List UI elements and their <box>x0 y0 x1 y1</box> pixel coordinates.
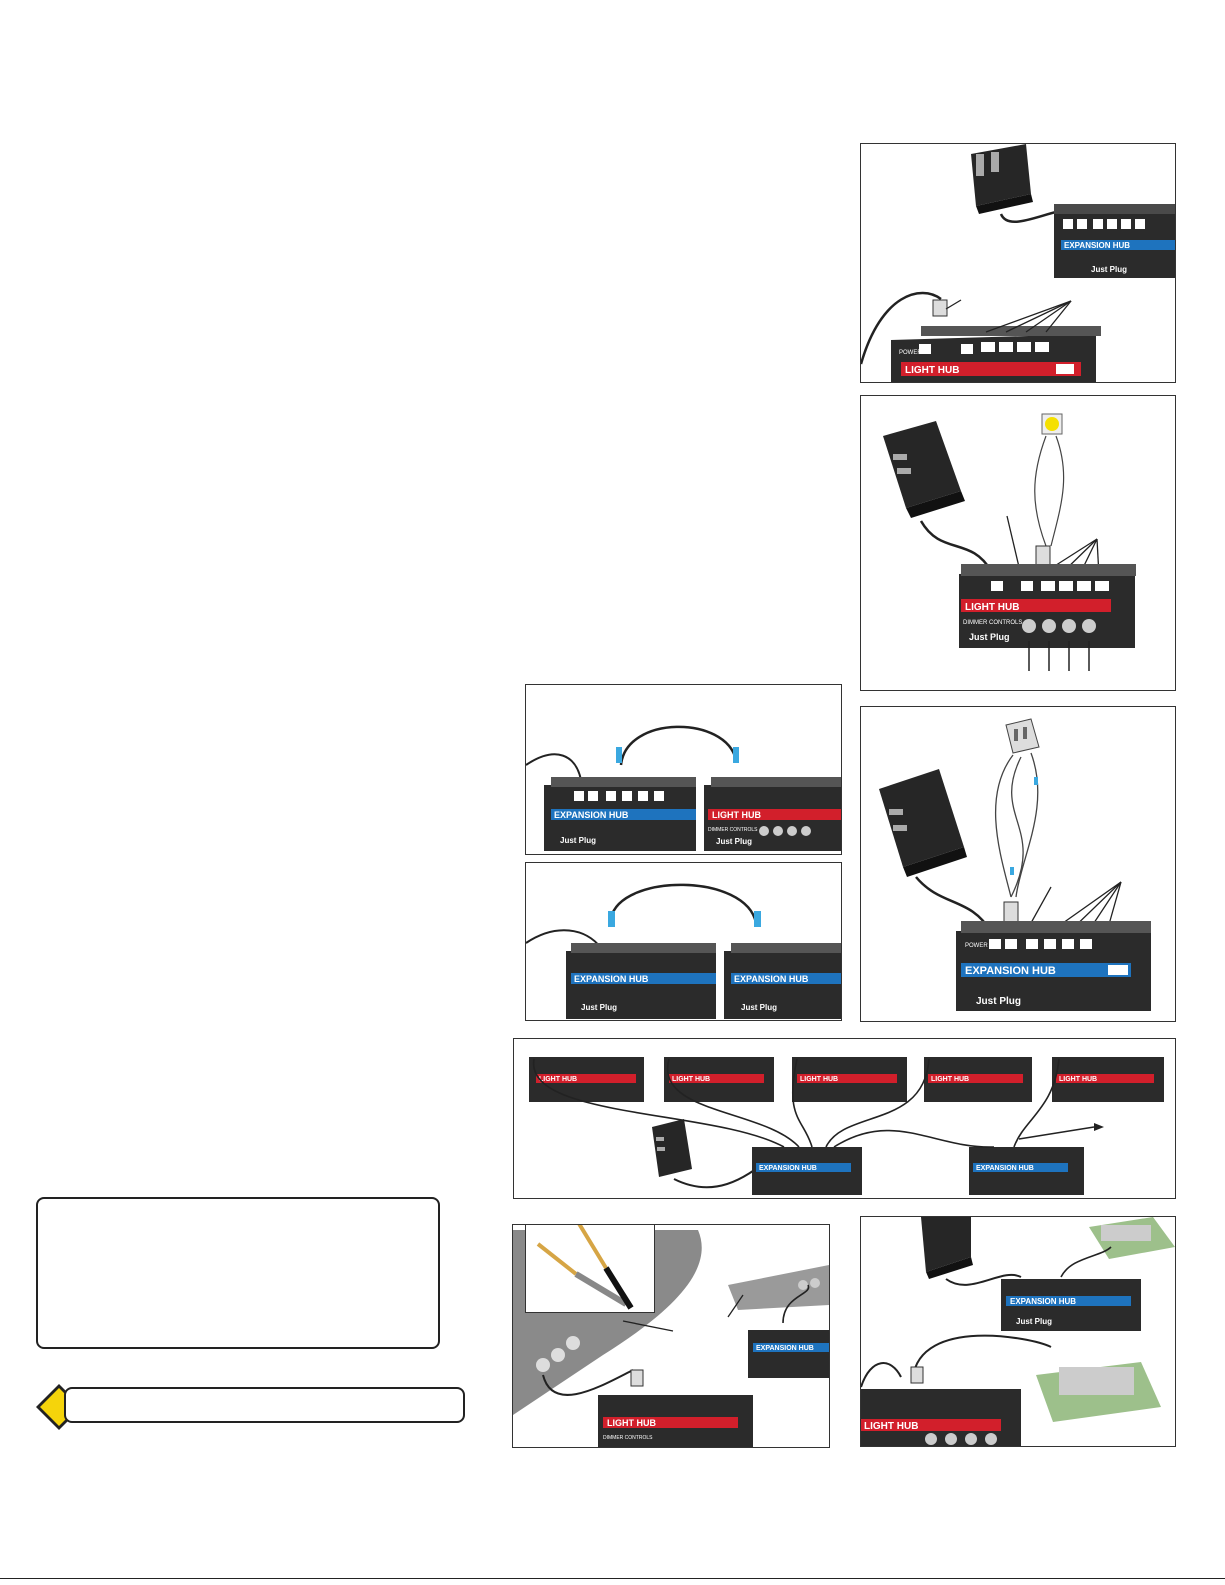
footer-rule <box>0 1578 1225 1579</box>
light-hub-label: LIGHT HUB <box>800 1076 838 1083</box>
expansion-hub-label: EXPANSION HUB <box>1064 241 1130 250</box>
expansion-hub-device: EXPANSION HUB <box>752 1147 862 1195</box>
expansion-hub-device: EXPANSION HUB Just Plug <box>544 777 696 851</box>
diagram-5-svg: EXPANSION HUB POWER Just Plug <box>879 718 1151 1011</box>
accessory-board-icon <box>1036 1362 1161 1422</box>
power-adapter-icon <box>971 144 1033 214</box>
brand-logo: Just Plug <box>969 632 1010 642</box>
light-hub-device: LIGHT HUB <box>861 1389 1021 1446</box>
brand-logo: Just Plug <box>976 996 1021 1007</box>
brand-logo: Just Plug <box>1016 1317 1052 1326</box>
light-hub-device: LIGHT HUB <box>792 1057 907 1102</box>
light-hub-device: LIGHT HUB POWER <box>891 326 1101 382</box>
diagram-1-svg: EXPANSION HUB Just Plug LIGHT HUB POWER <box>861 144 1175 382</box>
note-box <box>36 1197 440 1349</box>
expansion-hub-label: EXPANSION HUB <box>554 810 629 820</box>
arrow-right-icon <box>1094 1123 1104 1131</box>
brand-logo: Just Plug <box>560 836 596 845</box>
expansion-hub-label: EXPANSION HUB <box>976 1165 1034 1172</box>
diagram-panel-hub-network: LIGHT HUB LIGHT HUB LIGHT HUB LIGHT HUB … <box>513 1038 1176 1199</box>
expansion-hub-label: EXPANSION HUB <box>759 1165 817 1172</box>
led-bulb-icon <box>1041 413 1063 435</box>
diagram-panel-expansion-light-link: EXPANSION HUB Just Plug LIGHT HUB DIMMER… <box>525 684 842 855</box>
wire-closeup-inset <box>525 1225 655 1313</box>
wire-closeup-svg <box>536 1225 634 1310</box>
diagram-4-svg: EXPANSION HUB Just Plug EXPANSION HUB Ju… <box>526 883 841 1019</box>
expansion-hub-label: EXPANSION HUB <box>574 974 649 984</box>
brand-logo: Just Plug <box>741 1003 777 1012</box>
dimmer-controls-label: DIMMER CONTROLS <box>603 1435 653 1441</box>
power-adapter-icon <box>879 769 967 877</box>
light-hub-label: LIGHT HUB <box>1059 1076 1097 1083</box>
expansion-hub-device: EXPANSION HUB <box>748 1330 829 1378</box>
diagram-3-svg: EXPANSION HUB Just Plug LIGHT HUB DIMMER… <box>526 725 841 851</box>
light-hub-device: LIGHT HUB <box>924 1057 1032 1102</box>
expansion-hub-label: EXPANSION HUB <box>1010 1297 1076 1306</box>
light-hub-label: LIGHT HUB <box>672 1076 710 1083</box>
light-hub-device: LIGHT HUB <box>1052 1057 1164 1102</box>
dimmer-controls-label: DIMMER CONTROLS <box>708 827 758 833</box>
diagram-6-svg: LIGHT HUB LIGHT HUB LIGHT HUB LIGHT HUB … <box>529 1057 1164 1195</box>
expansion-hub-device: EXPANSION HUB POWER Just Plug <box>956 921 1151 1011</box>
expansion-hub-label: EXPANSION HUB <box>734 974 809 984</box>
light-hub-label: LIGHT HUB <box>607 1418 656 1428</box>
diagram-panel-expansion-hub-connector: EXPANSION HUB POWER Just Plug <box>860 706 1176 1022</box>
brand-logo: Just Plug <box>1091 265 1127 274</box>
expansion-hub-device: EXPANSION HUB Just Plug <box>724 943 841 1019</box>
power-adapter-icon <box>883 421 965 518</box>
light-hub-device: LIGHT HUB DIMMER CONTROLS Just Plug <box>959 564 1136 648</box>
diagram-2-svg: LIGHT HUB DIMMER CONTROLS Just Plug <box>883 413 1136 671</box>
brand-logo: Just Plug <box>716 837 752 846</box>
diagram-panel-track-wiring: EXPANSION HUB LIGHT HUB DIMMER CONTROLS <box>512 1224 830 1448</box>
light-hub-label: LIGHT HUB <box>905 365 959 376</box>
expansion-hub-device: EXPANSION HUB <box>969 1147 1084 1195</box>
diagram-panel-expansion-to-light: EXPANSION HUB Just Plug LIGHT HUB POWER <box>860 143 1176 383</box>
diagram-8-svg: EXPANSION HUB Just Plug LIGHT HUB <box>861 1217 1175 1446</box>
expansion-hub-device: EXPANSION HUB Just Plug <box>566 943 716 1019</box>
light-hub-label: LIGHT HUB <box>712 810 761 820</box>
light-hub-device: LIGHT HUB DIMMER CONTROLS <box>598 1395 753 1447</box>
light-hub-device: LIGHT HUB <box>529 1057 644 1102</box>
diagram-panel-expansion-expansion-link: EXPANSION HUB Just Plug EXPANSION HUB Ju… <box>525 862 842 1021</box>
diagram-panel-light-hub-led: LIGHT HUB DIMMER CONTROLS Just Plug <box>860 395 1176 691</box>
expansion-hub-label: EXPANSION HUB <box>965 965 1056 977</box>
light-hub-label: LIGHT HUB <box>539 1076 577 1083</box>
power-adapter-icon <box>921 1217 973 1279</box>
light-hub-label: LIGHT HUB <box>931 1076 969 1083</box>
dimmer-controls-label: DIMMER CONTROLS <box>963 620 1022 626</box>
power-adapter-icon <box>652 1119 692 1177</box>
light-hub-label: LIGHT HUB <box>864 1421 918 1432</box>
connector-plug-icon <box>1005 718 1040 754</box>
diagram-panel-accessory-boards: EXPANSION HUB Just Plug LIGHT HUB <box>860 1216 1176 1447</box>
light-hub-device: LIGHT HUB DIMMER CONTROLS Just Plug <box>704 777 841 851</box>
light-hub-label: LIGHT HUB <box>965 602 1019 613</box>
expansion-hub-label: EXPANSION HUB <box>756 1345 814 1352</box>
warning-bar <box>64 1387 465 1423</box>
light-hub-device: LIGHT HUB <box>664 1057 774 1102</box>
power-port-label: POWER <box>965 943 988 949</box>
power-port-label: POWER <box>899 350 922 356</box>
brand-logo: Just Plug <box>581 1003 617 1012</box>
expansion-hub-device: EXPANSION HUB Just Plug <box>1054 204 1175 278</box>
expansion-hub-device: EXPANSION HUB Just Plug <box>1001 1279 1141 1331</box>
